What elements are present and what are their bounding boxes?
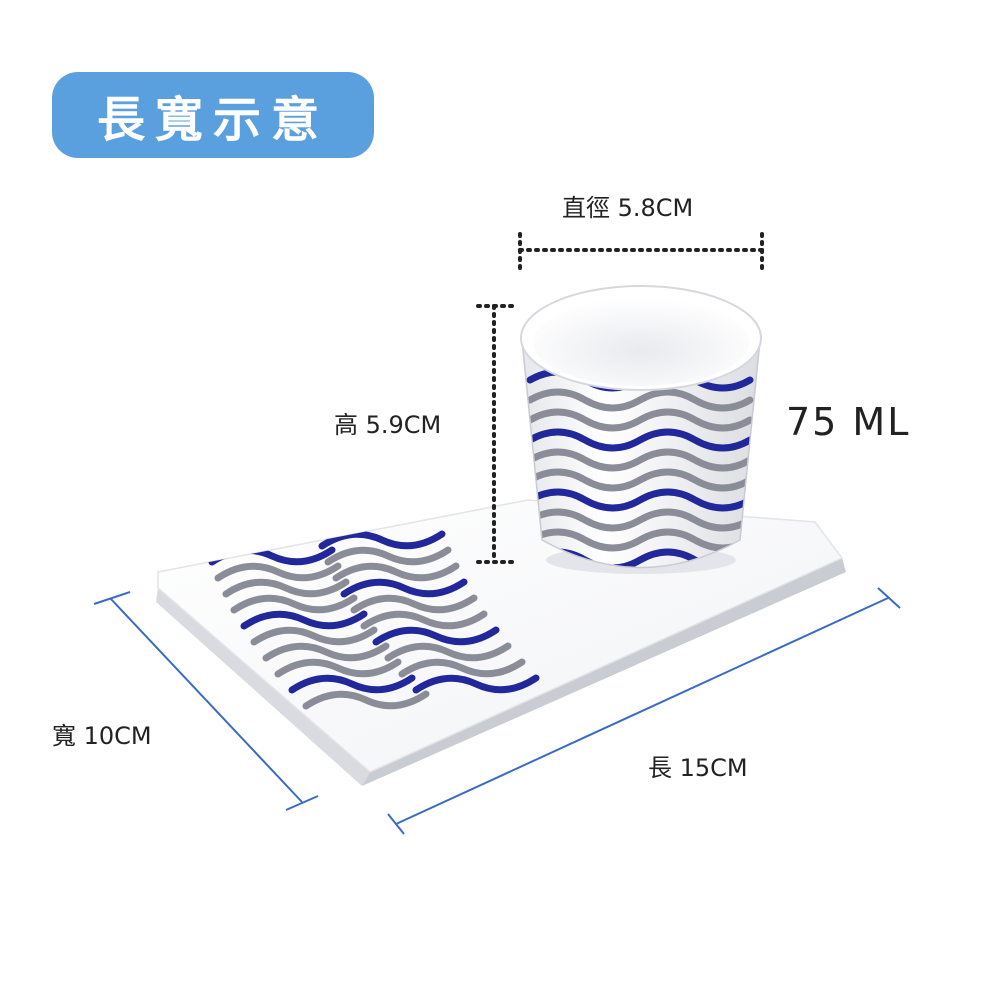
- diameter-label: 直徑 5.8CM: [562, 194, 694, 222]
- height-label: 高 5.9CM: [334, 411, 442, 439]
- title-badge: 長寬示意: [52, 72, 374, 158]
- cup: [520, 285, 762, 574]
- height-dimension-line: [476, 304, 514, 564]
- page-title: 長寬示意: [96, 92, 329, 148]
- tray: [156, 499, 846, 786]
- length-dimension-line: [387, 587, 901, 835]
- cup-wave-pattern: [526, 368, 754, 568]
- tray-wave-pattern: [208, 530, 540, 710]
- width-label: 寬 10CM: [52, 722, 152, 750]
- width-dimension-line: [93, 591, 319, 811]
- diameter-dimension-line: [518, 232, 764, 270]
- length-label: 長 15CM: [648, 754, 748, 782]
- volume-label: 75 ML: [786, 400, 911, 444]
